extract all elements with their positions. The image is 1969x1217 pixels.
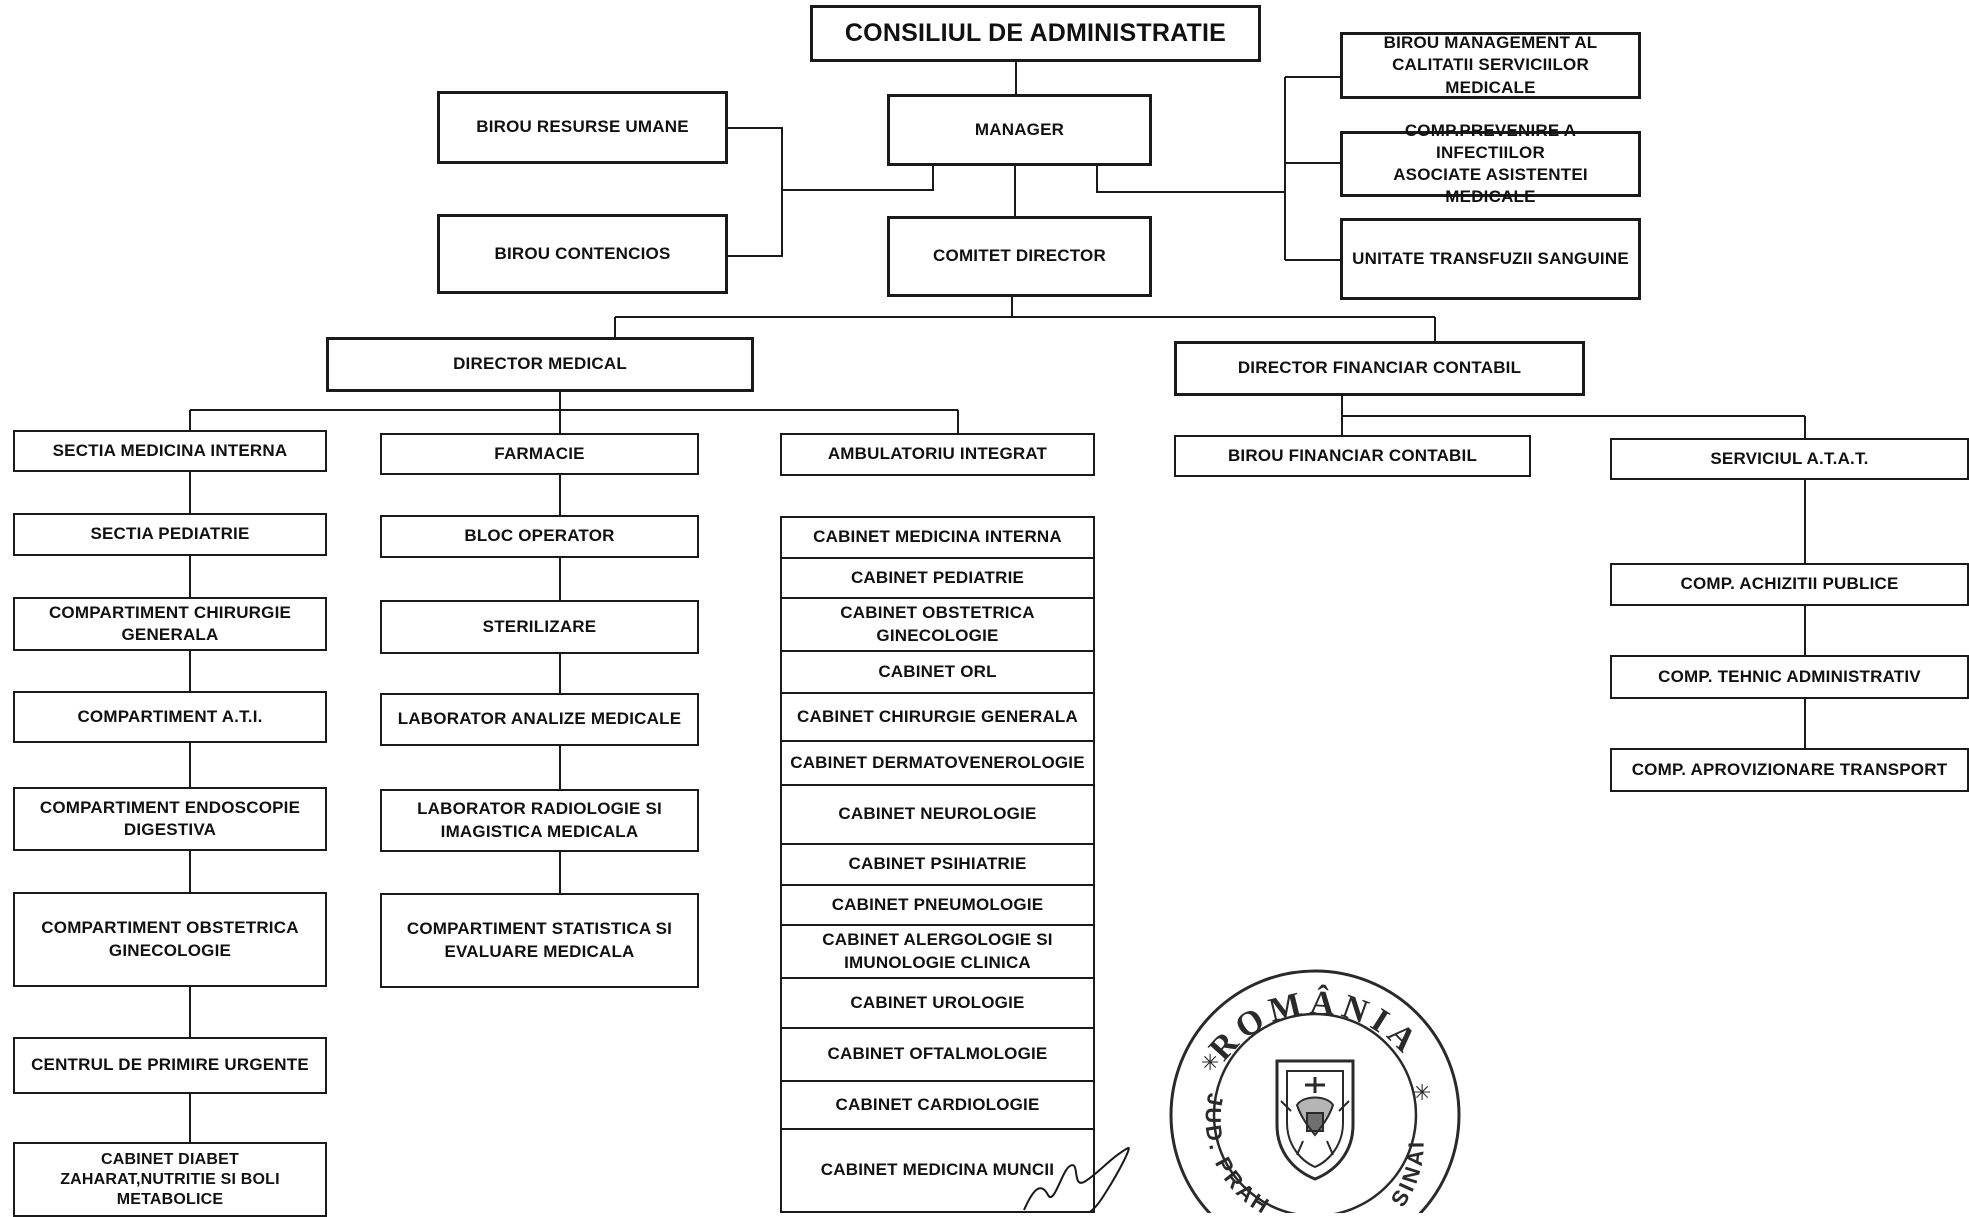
medical-lab-box: LABORATOR ANALIZE MEDICALE	[380, 693, 699, 746]
cabinet-box: CABINET MEDICINA INTERNA	[780, 516, 1095, 559]
signature	[1023, 1146, 1130, 1213]
endoscopy-compartment-box: COMPARTIMENT ENDOSCOPIE DIGESTIVA	[13, 787, 327, 851]
ati-compartment-box: COMPARTIMENT A.T.I.	[13, 691, 327, 743]
integrated-ambulatory-box: AMBULATORIU INTEGRAT	[780, 433, 1095, 476]
cabinets-stack: CABINET MEDICINA INTERNA CABINET PEDIATR…	[780, 516, 1095, 1213]
pediatrics-ward-box: SECTIA PEDIATRIE	[13, 513, 327, 556]
cabinet-box: CABINET ORL	[780, 650, 1095, 694]
manager-box: MANAGER	[887, 94, 1152, 166]
connector	[1096, 166, 1285, 193]
cabinet-box: CABINET OBSTETRICA GINECOLOGIE	[780, 597, 1095, 652]
quality-management-office-box: BIROU MANAGEMENT AL CALITATII SERVICIILO…	[1340, 32, 1641, 99]
connector	[728, 127, 783, 190]
star-icon: ✳	[1413, 1081, 1431, 1106]
cabinet-box: CABINET CARDIOLOGIE	[780, 1080, 1095, 1130]
cabinet-box: CABINET MEDICINA MUNCII	[780, 1128, 1095, 1213]
operating-block-box: BLOC OPERATOR	[380, 515, 699, 558]
obstetrics-compartment-box: COMPARTIMENT OBSTETRICA GINECOLOGIE	[13, 892, 327, 987]
steering-committee-box: COMITET DIRECTOR	[887, 216, 1152, 297]
connector	[782, 166, 934, 191]
sterilization-box: STERILIZARE	[380, 600, 699, 654]
cabinet-box: CABINET PEDIATRIE	[780, 557, 1095, 599]
cabinet-box: CABINET PNEUMOLOGIE	[780, 884, 1095, 926]
cabinet-box: CABINET NEUROLOGIE	[780, 784, 1095, 845]
official-stamp: ROMÂNIA JUD. PRAHO SINAIA ✳ ✳	[1165, 965, 1461, 1213]
financial-director-box: DIRECTOR FINANCIAR CONTABIL	[1174, 341, 1585, 396]
infection-prevention-box: COMP.PREVENIRE A INFECTIILOR ASOCIATE AS…	[1340, 121, 1641, 206]
supply-transport-box: COMP. APROVIZIONARE TRANSPORT	[1610, 748, 1969, 792]
cabinet-box: CABINET PSIHIATRIE	[780, 843, 1095, 886]
legal-office-box: BIROU CONTENCIOS	[437, 214, 728, 294]
general-surgery-compartment-box: COMPARTIMENT CHIRURGIE GENERALA	[13, 597, 327, 651]
public-procurement-box: COMP. ACHIZITII PUBLICE	[1610, 563, 1969, 606]
blood-transfusion-unit-box: UNITATE TRANSFUZII SANGUINE	[1340, 218, 1641, 300]
cabinet-box: CABINET ALERGOLOGIE SI IMUNOLOGIE CLINIC…	[780, 924, 1095, 979]
coat-of-arms-icon	[1275, 1059, 1355, 1181]
cabinet-box: CABINET UROLOGIE	[780, 977, 1095, 1029]
connector	[728, 190, 783, 257]
statistics-compartment-box: COMPARTIMENT STATISTICA SI EVALUARE MEDI…	[380, 893, 699, 988]
cabinet-box: CABINET OFTALMOLOGIE	[780, 1027, 1095, 1082]
technical-admin-box: COMP. TEHNIC ADMINISTRATIV	[1610, 655, 1969, 699]
radiology-lab-box: LABORATOR RADIOLOGIE SI IMAGISTICA MEDIC…	[380, 789, 699, 852]
star-icon: ✳	[1201, 1051, 1219, 1076]
emergency-center-box: CENTRUL DE PRIMIRE URGENTE	[13, 1037, 327, 1094]
pharmacy-box: FARMACIE	[380, 433, 699, 475]
cabinet-box: CABINET DERMATOVENEROLOGIE	[780, 740, 1095, 786]
financial-office-box: BIROU FINANCIAR CONTABIL	[1174, 435, 1531, 477]
internal-medicine-ward-box: SECTIA MEDICINA INTERNA	[13, 430, 327, 472]
diabetes-cabinet-box: CABINET DIABET ZAHARAT,NUTRITIE SI BOLI …	[13, 1142, 327, 1217]
medical-director-box: DIRECTOR MEDICAL	[326, 337, 754, 392]
atat-service-box: SERVICIUL A.T.A.T.	[1610, 438, 1969, 480]
hr-office-box: BIROU RESURSE UMANE	[437, 91, 728, 164]
board-of-directors-box: CONSILIUL DE ADMINISTRATIE	[810, 5, 1261, 62]
cabinet-box: CABINET CHIRURGIE GENERALA	[780, 692, 1095, 742]
